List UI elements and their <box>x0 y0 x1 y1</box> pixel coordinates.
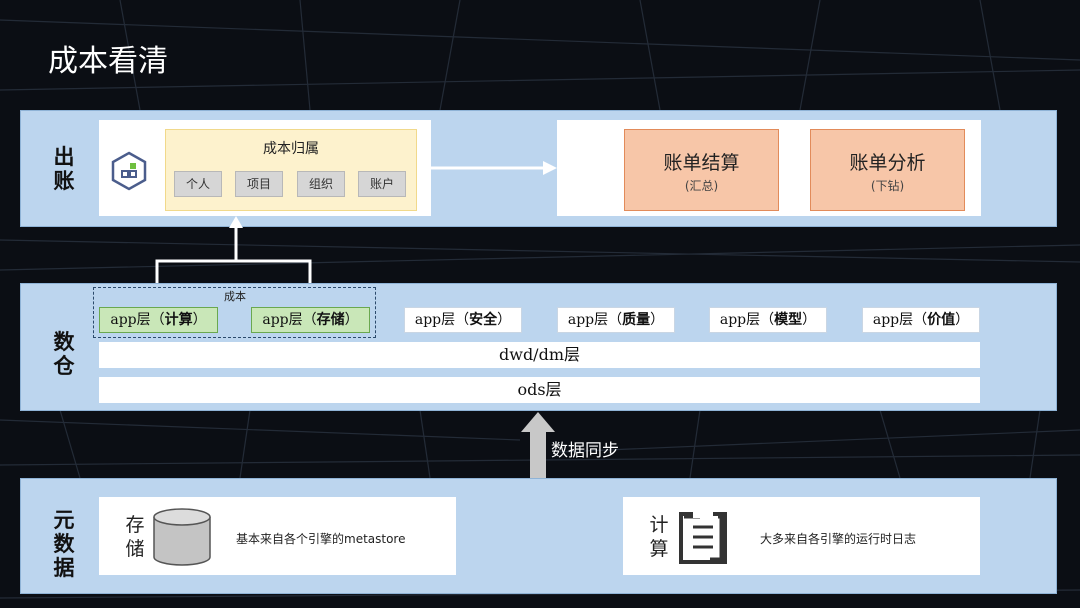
bill-settlement-box: 账单结算 (汇总) <box>624 129 779 211</box>
app-layer-prefix: app层（ <box>414 312 470 328</box>
tag-project: 项目 <box>235 171 283 197</box>
app-layer-prefix: app层（ <box>262 312 317 328</box>
app-layer-name: 质量 <box>622 312 651 328</box>
bill-settlement-title: 账单结算 <box>663 152 740 174</box>
tag-organization: 组织 <box>297 171 345 197</box>
app-layer-prefix: app层（ <box>567 312 623 328</box>
bill-analysis-title: 账单分析 <box>849 152 926 174</box>
cost-group-outline <box>93 287 376 338</box>
app-layer-suffix: ） <box>802 312 817 328</box>
page-title: 成本看清 <box>48 44 168 79</box>
app-layer-prefix: app层（ <box>872 312 928 328</box>
hexagon-logo-icon <box>111 151 147 191</box>
app-layer-security: app层（安全） <box>404 307 522 333</box>
storage-description: 基本来自各个引擎的metastore <box>236 532 406 546</box>
app-layer-value: app层（价值） <box>862 307 980 333</box>
bill-analysis-box: 账单分析 (下钻) <box>810 129 965 211</box>
database-icon <box>153 508 211 566</box>
billing-band-label: 出账 <box>53 145 75 193</box>
app-layer-name: 价值 <box>927 312 956 328</box>
app-layer-suffix: ） <box>344 312 359 328</box>
app-layer-quality: app层（质量） <box>557 307 675 333</box>
dwd-dm-layer: dwd/dm层 <box>99 342 980 368</box>
up-connector-arrow <box>155 216 312 284</box>
document-list-icon <box>679 512 727 564</box>
compute-description: 大多来自各引擎的运行时日志 <box>760 532 917 546</box>
app-layer-name: 存储 <box>316 312 345 328</box>
app-layer-name: 模型 <box>774 312 803 328</box>
app-layer-prefix: app层（ <box>110 312 165 328</box>
app-layer-suffix: ） <box>497 312 512 328</box>
app-layer-name: 计算 <box>164 312 193 328</box>
app-layer-model: app层（模型） <box>709 307 827 333</box>
app-layer-suffix: ） <box>192 312 207 328</box>
warehouse-band-label: 数仓 <box>53 330 75 378</box>
cost-attribution-title: 成本归属 <box>263 141 319 157</box>
cost-attribution-box: 成本归属 个人 项目 组织 账户 <box>165 129 417 211</box>
right-arrow-icon <box>431 161 557 175</box>
sync-up-arrow-icon <box>521 412 555 478</box>
app-layer-compute: app层（计算） <box>99 307 218 333</box>
app-layer-name: 安全 <box>469 312 498 328</box>
compute-side-label: 计算 <box>649 514 669 560</box>
bill-settlement-subtitle: (汇总) <box>684 179 719 193</box>
bill-analysis-subtitle: (下钻) <box>870 179 905 193</box>
storage-side-label: 存储 <box>125 514 145 560</box>
app-layer-prefix: app层（ <box>719 312 775 328</box>
cost-group-label: 成本 <box>224 290 246 303</box>
app-layer-suffix: ） <box>955 312 970 328</box>
tag-account: 账户 <box>358 171 406 197</box>
app-layer-storage: app层（存储） <box>251 307 370 333</box>
app-layer-suffix: ） <box>650 312 665 328</box>
ods-layer: ods层 <box>99 377 980 403</box>
metadata-band-label: 元数据 <box>53 508 75 580</box>
sync-label: 数据同步 <box>551 441 619 461</box>
tag-individual: 个人 <box>174 171 222 197</box>
